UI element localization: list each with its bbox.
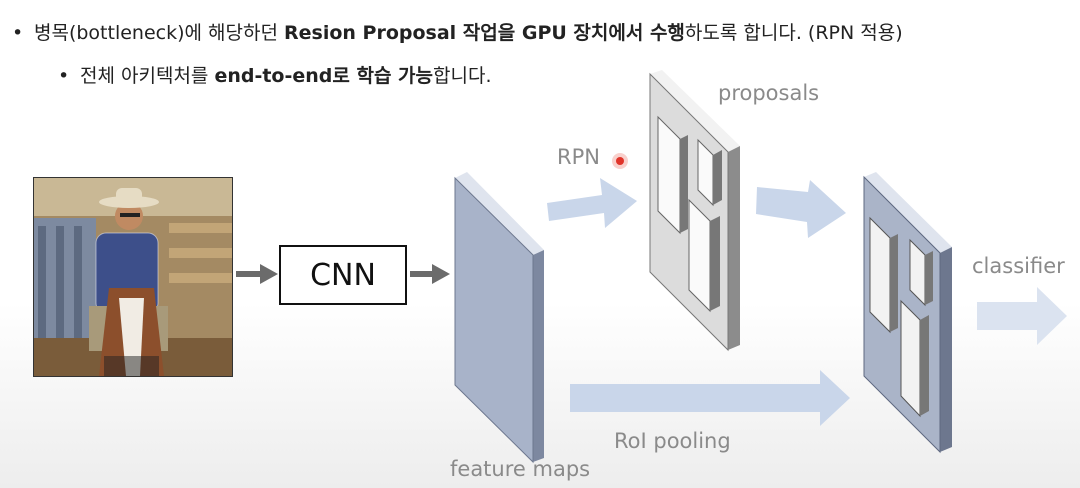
- bullet-dot: •: [58, 65, 70, 87]
- arrow-roi-pooling: [570, 370, 850, 426]
- cowboy-photo-image: [34, 178, 232, 376]
- bullet-line-2: • 전체 아키텍처를 end-to-end로 학습 가능합니다.: [58, 61, 492, 88]
- cnn-box: CNN: [279, 245, 407, 305]
- pointer-dot: [612, 153, 628, 169]
- bullet-1-part-3: 하도록 합니다. (RPN 적용): [684, 22, 903, 44]
- input-photo: [33, 177, 233, 377]
- bullet-1-part-1: 병목(bottleneck)에 해당하던: [34, 22, 284, 44]
- arrow-classifier: [977, 287, 1067, 345]
- bullet-dot: •: [12, 22, 24, 44]
- bullet-2-part-2: end-to-end로 학습 가능: [214, 65, 434, 87]
- bullet-line-1: • 병목(bottleneck)에 해당하던 Resion Proposal 작업…: [12, 18, 903, 45]
- bullet-1-part-2: Resion Proposal 작업을 GPU 장치에서 수행: [284, 22, 685, 44]
- proposals-slab: [649, 70, 740, 352]
- roi-slab: [863, 172, 952, 454]
- proposals-label: proposals: [718, 81, 820, 105]
- classifier-label: classifier: [972, 254, 1065, 278]
- roi-pooling-label: RoI pooling: [614, 429, 731, 453]
- arrow-image-to-cnn: [236, 264, 278, 284]
- rpn-label: RPN: [557, 145, 600, 169]
- bullet-2-part-3: 합니다.: [433, 65, 492, 87]
- arrow-cnn-to-feature: [410, 264, 450, 284]
- feature-maps-label: feature maps: [450, 457, 591, 481]
- feature-map-slab: [454, 172, 544, 464]
- arrow-rpn: [547, 178, 637, 228]
- bullet-2-part-1: 전체 아키텍처를: [80, 65, 215, 87]
- cnn-label: CNN: [310, 257, 376, 293]
- arrow-proposals-to-roi: [756, 180, 846, 238]
